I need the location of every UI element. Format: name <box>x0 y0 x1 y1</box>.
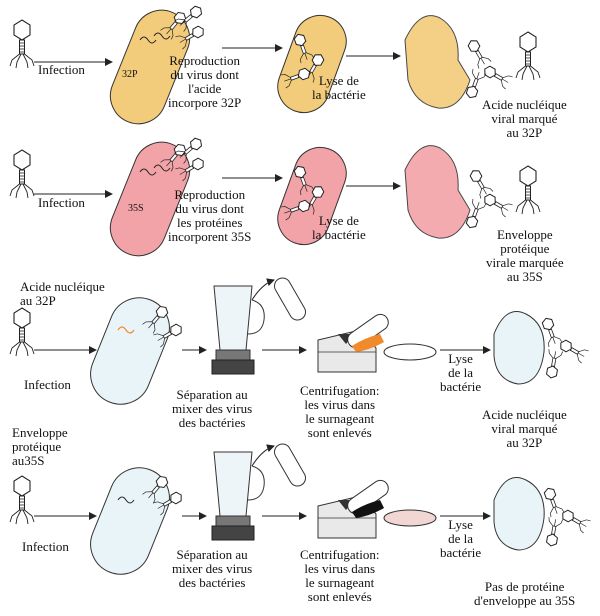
row4-test-tube-icon <box>274 443 306 487</box>
row4-blender-icon <box>211 451 265 541</box>
row2-initial-phage <box>9 149 35 199</box>
row1-bacterium-replicating <box>277 14 347 114</box>
row1-injected-dna <box>139 32 171 44</box>
row4-injected-dna <box>117 496 135 504</box>
row2-released-phages <box>462 166 514 231</box>
row1-isotope-label: 32P <box>122 69 138 80</box>
row1-initial-phage <box>9 19 35 69</box>
row1-labeled-phage <box>515 31 541 81</box>
row2-isotope-label: 35S <box>128 203 144 214</box>
row3-test-tube-icon <box>274 277 306 321</box>
row4-initial-phage <box>9 475 35 525</box>
row1-bacterium-lysed <box>404 15 471 109</box>
row4-released-phages <box>540 485 592 548</box>
row3-infection-label: Infection <box>24 377 71 392</box>
row3-injected-dna <box>117 326 135 334</box>
row3-released-phages <box>538 315 590 380</box>
row3-bacterium-lysed <box>493 311 545 385</box>
row4-bacterium-lysed <box>493 477 545 551</box>
row4-bacterium <box>90 467 170 575</box>
row4-petri-dish-icon <box>383 509 437 527</box>
row2-bacterium-lysed <box>404 145 471 239</box>
row3-initial-phage <box>9 307 35 357</box>
row3-arrow-to-tube <box>251 278 275 301</box>
row3-bacterium <box>90 297 170 405</box>
row2-infection-label: Infection <box>38 195 85 210</box>
row3-petri-dish-icon <box>383 343 437 361</box>
row1-released-phages <box>462 36 514 101</box>
row2-bacterium-infected <box>109 141 191 257</box>
row4-tube-pellet <box>347 479 389 518</box>
row4-infection-label: Infection <box>22 539 69 554</box>
row4-arrow-to-tube <box>251 444 275 467</box>
row3-tube-pellet <box>347 313 389 352</box>
row1-bacterium-infected <box>109 9 191 125</box>
row2-labeled-phage <box>515 165 541 215</box>
row2-injected-dna <box>139 164 171 176</box>
row3-blender-icon <box>211 285 265 375</box>
row1-infection-label: Infection <box>38 62 85 77</box>
